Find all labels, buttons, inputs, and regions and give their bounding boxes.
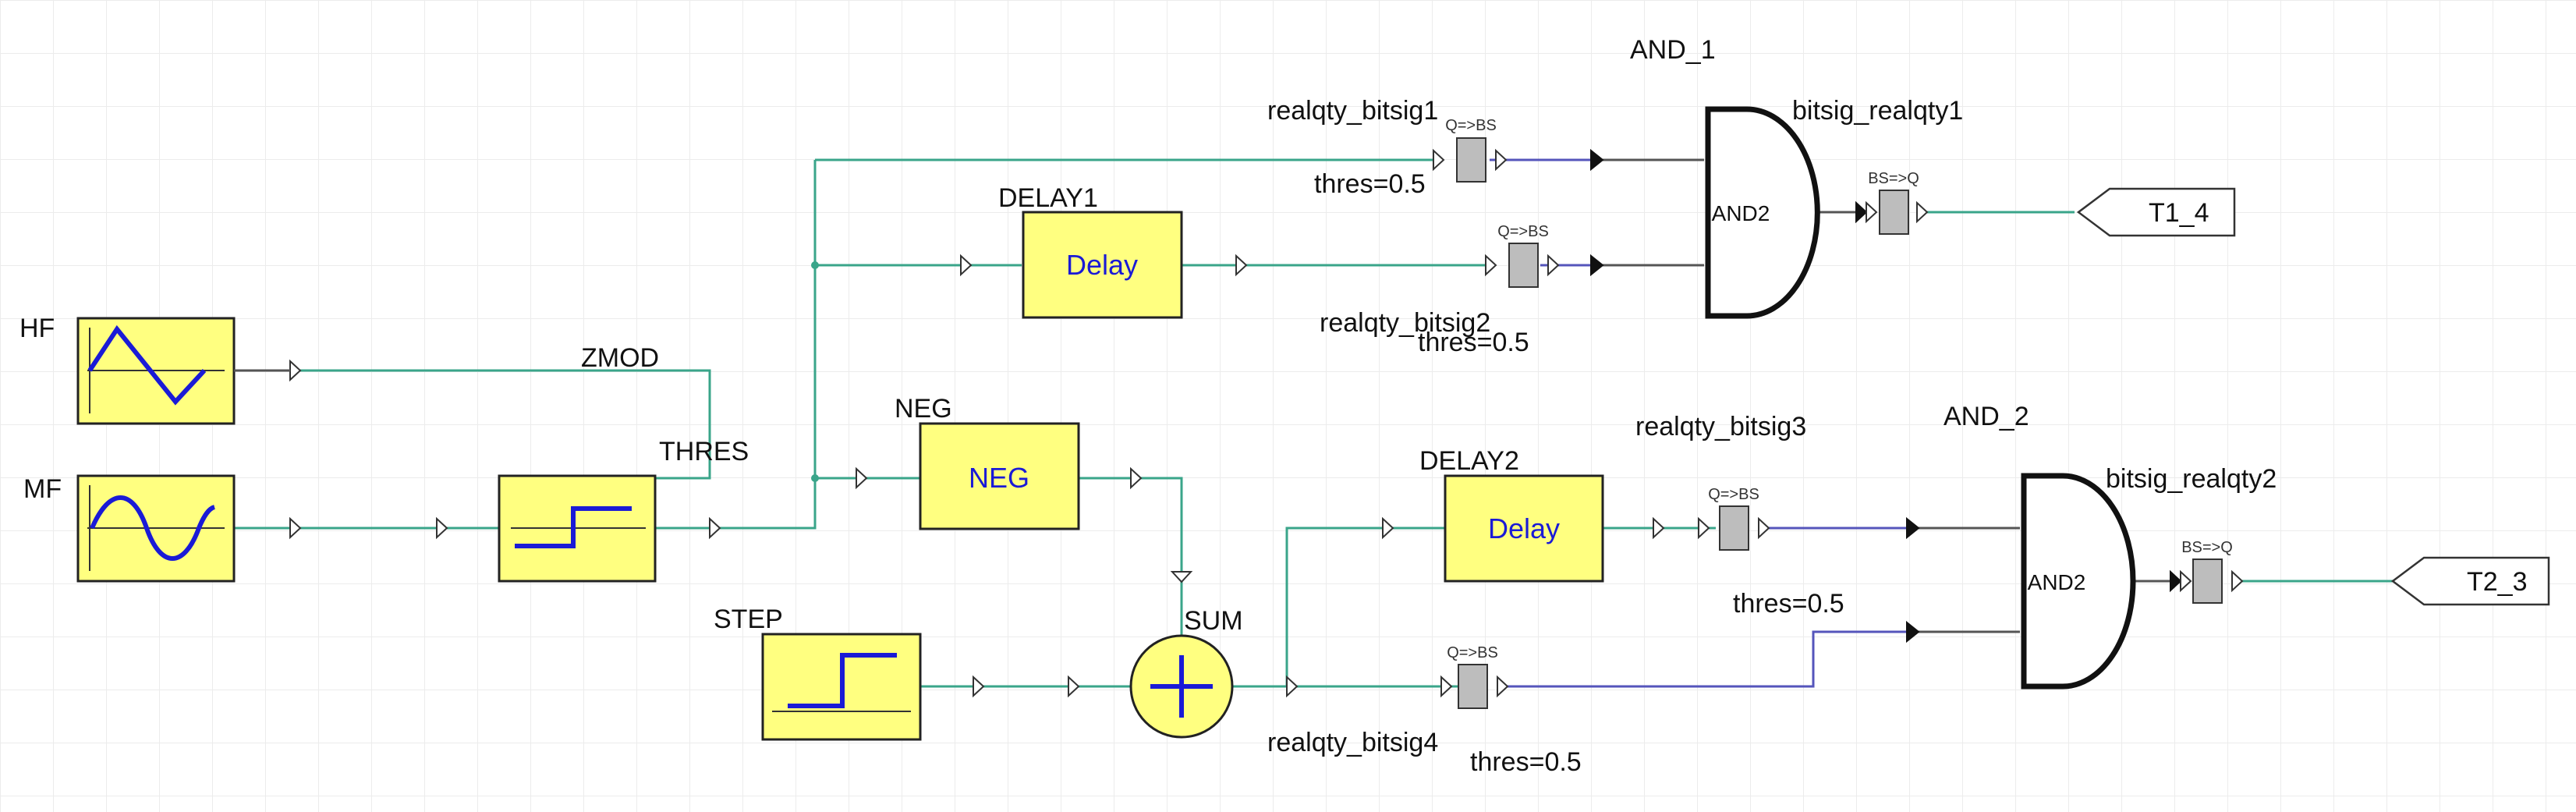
bitsig3-label: realqty_bitsig3 [1635, 412, 1806, 441]
wire-neg-sum[interactable] [1079, 477, 1183, 636]
delay1-block[interactable]: Delay [960, 211, 1248, 319]
zmod-label: ZMOD [581, 343, 659, 373]
bitsig2-param: thres=0.5 [1418, 328, 1529, 357]
neg-block[interactable]: NEG [856, 422, 1143, 530]
converter-bitsig-realqty1[interactable]: BS=>Q [1855, 170, 1929, 235]
neg-text: NEG [969, 462, 1029, 494]
delay1-label: DELAY1 [998, 183, 1098, 213]
and2-label: AND_2 [1944, 402, 2029, 431]
bitsig2-label: realqty_bitsig2 [1320, 308, 1490, 338]
bitsig4-param: thres=0.5 [1470, 747, 1582, 777]
hf-source-block[interactable] [76, 317, 302, 425]
neg-label: NEG [895, 394, 952, 424]
converter-bitsig2[interactable]: Q=>BS [1485, 223, 1560, 288]
converter-tag: BS=>Q [1868, 170, 1919, 187]
terminal-t2[interactable]: T2_3 [2390, 556, 2550, 606]
wire-hf-zmod[interactable] [234, 369, 711, 480]
step-threshold-icon [515, 506, 632, 548]
converter-tag: BS=>Q [2181, 539, 2233, 556]
converter-tag: Q=>BS [1447, 644, 1498, 661]
triangle-wave-icon [87, 324, 207, 406]
and2-text: AND2 [2028, 570, 2086, 594]
converter-bitsig1[interactable]: Q=>BS [1433, 117, 1508, 183]
bitsig-realqty2-label: bitsig_realqty2 [2106, 464, 2277, 494]
junction-dot [811, 474, 819, 482]
thres-label: THRES [659, 437, 749, 466]
terminal-t1[interactable]: T1_4 [2076, 187, 2236, 237]
step-icon [788, 653, 897, 708]
wire-sum-delay2[interactable] [1285, 527, 1445, 686]
and1-text: AND2 [1712, 201, 1770, 225]
terminal-t2-label: T2_3 [2467, 567, 2528, 597]
bitsig-realqty1-label: bitsig_realqty1 [1792, 96, 1963, 126]
bitsig1-label: realqty_bitsig1 [1267, 96, 1438, 126]
sum-label: SUM [1184, 606, 1243, 636]
sine-wave-icon [90, 495, 216, 561]
bitsig1-param: thres=0.5 [1314, 169, 1426, 199]
threshold-comparator-block[interactable] [436, 474, 721, 583]
delay2-block[interactable]: Delay [1382, 474, 1665, 583]
step-label: STEP [714, 605, 783, 634]
delay1-text: Delay [1066, 249, 1138, 281]
bitsig4-label: realqty_bitsig4 [1267, 728, 1438, 757]
step-source-block[interactable] [761, 633, 1080, 741]
and1-label: AND_1 [1630, 35, 1716, 65]
terminal-t1-label: T1_4 [2149, 198, 2209, 228]
hf-label: HF [19, 314, 55, 343]
converter-tag: Q=>BS [1708, 486, 1759, 503]
wire-bitsig4-and2[interactable] [1497, 630, 1907, 688]
mf-label: MF [23, 474, 62, 504]
and1-gate[interactable]: AND2 [1590, 106, 1820, 319]
converter-bitsig3[interactable]: Q=>BS [1698, 486, 1770, 551]
converter-tag: Q=>BS [1445, 117, 1497, 134]
converter-bitsig-realqty2[interactable]: BS=>Q [2170, 539, 2244, 604]
converter-tag: Q=>BS [1497, 223, 1549, 240]
delay2-text: Delay [1488, 512, 1560, 544]
converter-bitsig4[interactable]: Q=>BS [1440, 644, 1509, 709]
bitsig3-param: thres=0.5 [1733, 589, 1844, 619]
wire-thres-out[interactable] [655, 160, 817, 530]
and2-gate[interactable]: AND2 [1906, 473, 2136, 690]
sum-block[interactable] [1129, 571, 1299, 739]
delay2-label: DELAY2 [1419, 446, 1519, 476]
mf-source-block[interactable] [76, 474, 302, 583]
junction-dot [811, 261, 819, 269]
